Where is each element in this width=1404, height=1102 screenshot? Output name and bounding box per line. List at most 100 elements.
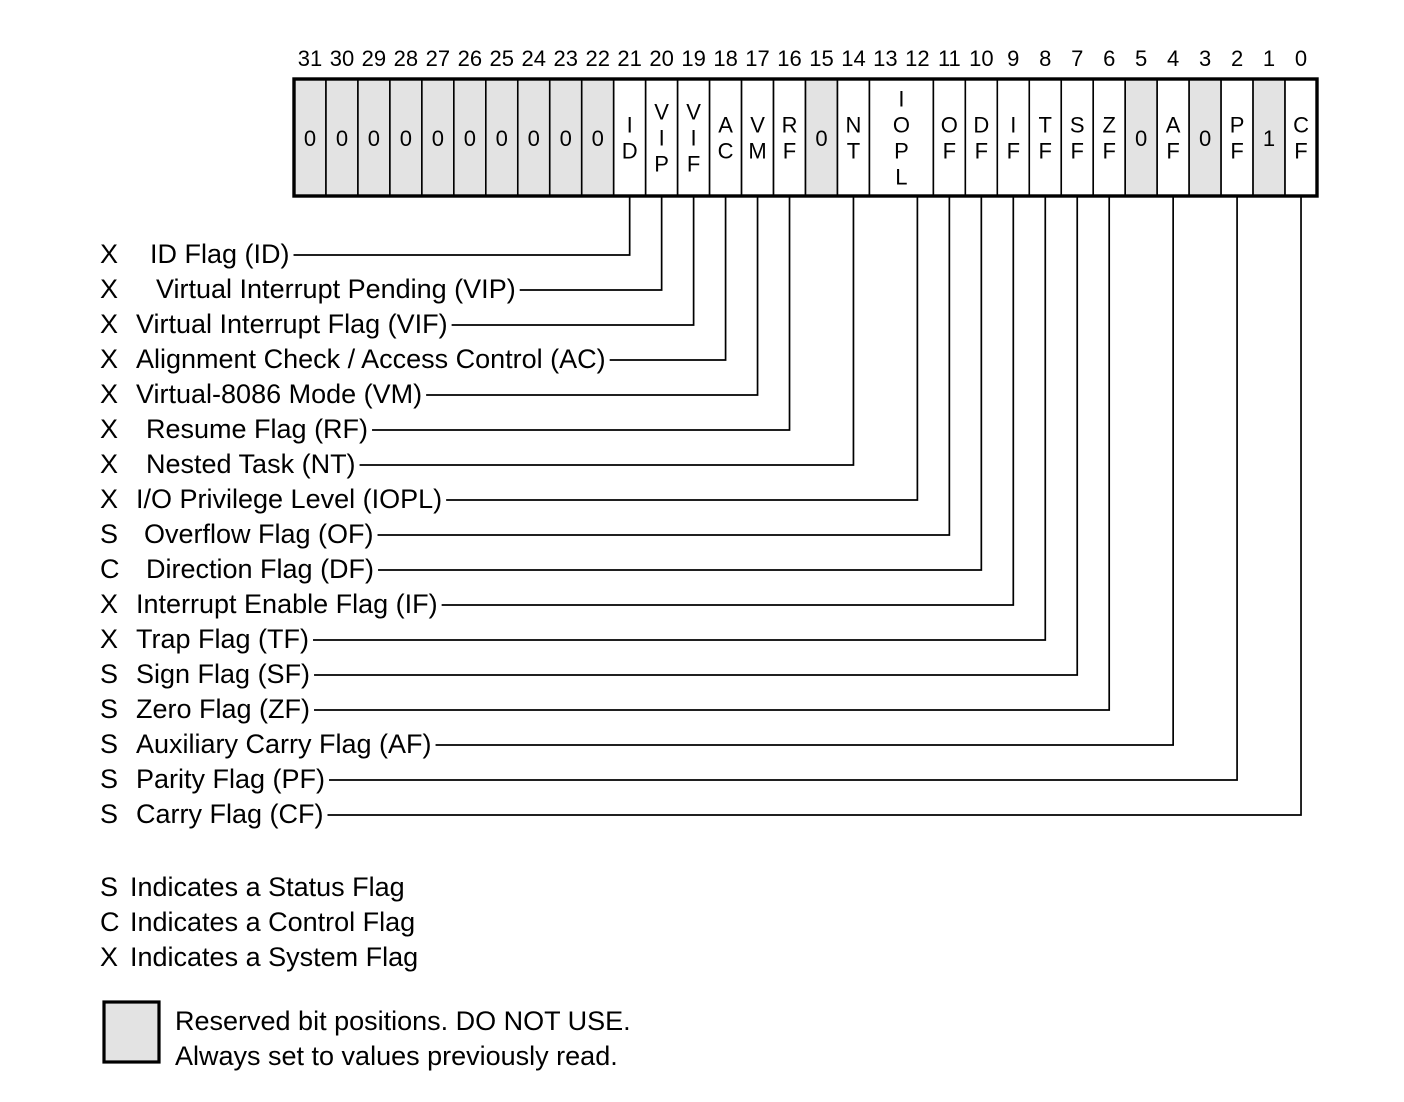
bit-number-4: 4 [1167, 46, 1179, 71]
reserved-swatch [102, 1000, 161, 1064]
bit-cell-vm-17 [740, 78, 775, 197]
bit-number-2: 2 [1231, 46, 1243, 71]
flag-label-of: Overflow Flag (OF) [144, 519, 374, 549]
bit-number-31: 31 [298, 46, 322, 71]
bit-number-14: 14 [841, 46, 865, 71]
leader-line-nt [359, 197, 855, 466]
bit-cell-rf-16 [772, 78, 807, 197]
flag-label-tf: Trap Flag (TF) [136, 624, 309, 654]
flag-label-af: Auxiliary Carry Flag (AF) [136, 729, 432, 759]
flag-label-id: ID Flag (ID) [150, 239, 290, 269]
bit-number-25: 25 [490, 46, 514, 71]
bit-cell-label-0-30: 0 [336, 126, 348, 151]
bit-number-26: 26 [458, 46, 482, 71]
leader-line-zf [314, 197, 1111, 711]
flag-kind-ac: X [100, 344, 118, 374]
leader-line-iopl [446, 197, 919, 501]
bit-cell-label-1-1: 1 [1263, 126, 1275, 151]
bit-number-17: 17 [745, 46, 769, 71]
bit-cell-if-9 [996, 78, 1031, 197]
bit-cell-label-0-25: 0 [496, 126, 508, 151]
leader-line-vm [426, 197, 759, 396]
bit-number-11: 11 [938, 46, 961, 71]
bit-number-18: 18 [713, 46, 737, 71]
flag-kind-nt: X [100, 449, 118, 479]
reserved-note-line-1: Reserved bit positions. DO NOT USE. [175, 1006, 631, 1036]
bit-number-29: 29 [362, 46, 386, 71]
bit-cell-0-22 [580, 78, 615, 197]
bit-number-21: 21 [617, 46, 641, 71]
bit-cell-vif-19 [676, 78, 711, 197]
flag-label-rf: Resume Flag (RF) [146, 414, 368, 444]
leader-line-vif [451, 197, 695, 326]
bit-cell-label-0-26: 0 [464, 126, 476, 151]
flag-kind-sf: S [100, 659, 118, 689]
leader-line-sf [314, 197, 1079, 676]
bit-cell-ac-18 [708, 78, 743, 197]
register-border [292, 77, 1319, 198]
flag-kind-if: X [100, 589, 118, 619]
bit-number-1: 1 [1263, 46, 1275, 71]
register-outline [292, 77, 1319, 198]
flag-kind-tf: X [100, 624, 118, 654]
legend-kind-s: S [100, 872, 118, 902]
bit-cell-0-30 [325, 78, 359, 197]
flag-kind-iopl: X [100, 484, 118, 514]
flag-kind-cf: S [100, 799, 118, 829]
flag-label-if: Interrupt Enable Flag (IF) [136, 589, 438, 619]
bit-cell-1-1 [1252, 78, 1286, 197]
flag-label-ac: Alignment Check / Access Control (AC) [136, 344, 606, 374]
leader-line-of [377, 197, 951, 536]
bit-number-9: 9 [1007, 46, 1019, 71]
reserved-note-line-2: Always set to values previously read. [175, 1041, 618, 1071]
bit-cell-id-21 [612, 78, 647, 197]
register-cells [293, 78, 1318, 197]
flag-label-iopl: I/O Privilege Level (IOPL) [136, 484, 442, 514]
bit-cell-cf-0 [1284, 78, 1318, 197]
flag-kind-id: X [100, 239, 118, 269]
flag-label-nt: Nested Task (NT) [146, 449, 356, 479]
bit-cell-sf-7 [1060, 78, 1095, 197]
bit-cell-label-0-5: 0 [1135, 126, 1147, 151]
bit-cell-label-0-31: 0 [304, 126, 316, 151]
flag-kind-pf: S [100, 764, 118, 794]
flag-kind-rf: X [100, 414, 118, 444]
bit-cell-of-11 [932, 78, 967, 197]
leader-line-ac [609, 197, 727, 361]
bit-number-30: 30 [330, 46, 354, 71]
bit-number-23: 23 [553, 46, 577, 71]
leader-line-df [378, 197, 983, 571]
bit-cell-nt-14 [836, 78, 871, 197]
flag-label-pf: Parity Flag (PF) [136, 764, 325, 794]
legend-kind-c: C [100, 907, 120, 937]
bit-number-8: 8 [1039, 46, 1051, 71]
leader-line-cf [327, 197, 1302, 816]
bit-number-6: 6 [1103, 46, 1115, 71]
leader-line-if [441, 197, 1015, 606]
flag-kind-of: S [100, 519, 118, 549]
leader-line-id [293, 197, 631, 256]
legend-text-s: Indicates a Status Flag [130, 872, 405, 902]
legend-text-c: Indicates a Control Flag [130, 907, 415, 937]
bit-cell-pf-2 [1220, 78, 1254, 197]
flag-kind-vif: X [100, 309, 118, 339]
leader-line-af [435, 197, 1174, 746]
bit-cell-0-26 [453, 78, 487, 197]
bit-cell-label-0-23: 0 [560, 126, 572, 151]
bit-number-7: 7 [1071, 46, 1083, 71]
flag-label-df: Direction Flag (DF) [146, 554, 374, 584]
bit-number-15: 15 [809, 46, 833, 71]
flag-label-vm: Virtual-8086 Mode (VM) [136, 379, 422, 409]
